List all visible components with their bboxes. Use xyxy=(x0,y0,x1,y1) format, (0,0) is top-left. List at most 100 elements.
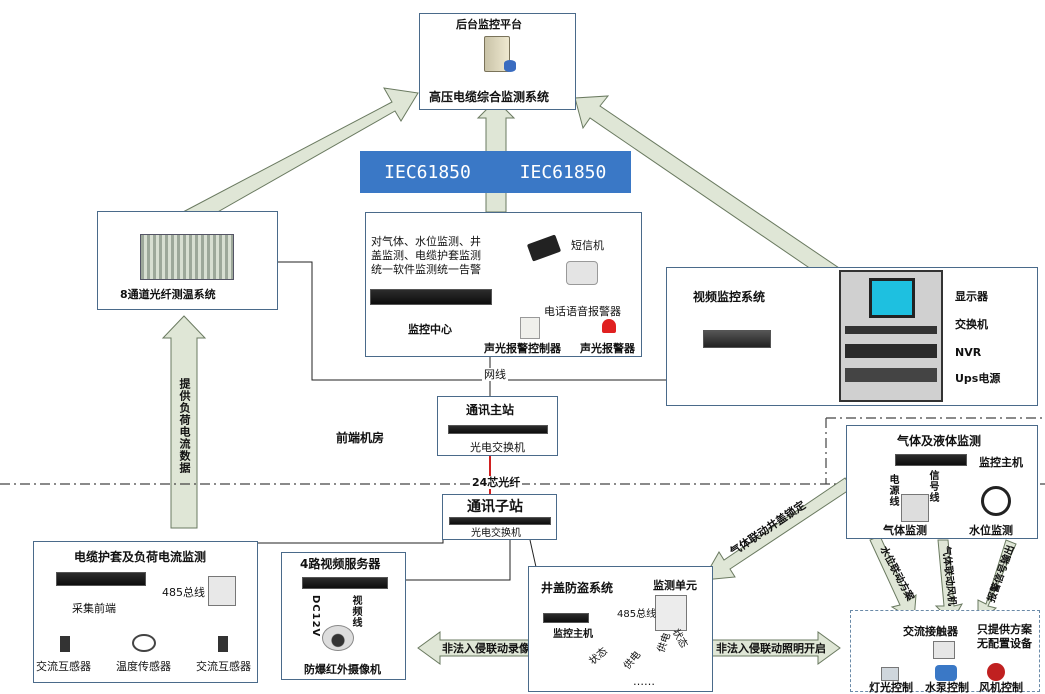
arrow-water xyxy=(869,535,917,621)
gas-title: 气体及液体监测 xyxy=(897,434,982,448)
monitor-unit-icon xyxy=(655,595,687,631)
platform-title: 后台监控平台 xyxy=(456,18,522,31)
bus-module-icon xyxy=(208,576,236,606)
arrow-fiber-to-platform xyxy=(182,87,419,227)
protocol-banner-2: IEC61850 xyxy=(495,151,631,193)
collector-label: 采集前端 xyxy=(72,602,116,615)
center-note-2: 盖监测、电缆护套监测 xyxy=(371,249,481,262)
fiber-temp-box: 8通道光纤测温系统 xyxy=(97,211,278,310)
dc-label: DC12V xyxy=(310,595,321,638)
protocol-banner-1: IEC61850 xyxy=(360,151,495,193)
contactor-note-1: 只提供方案 xyxy=(977,623,1032,636)
arrow-light xyxy=(711,631,841,665)
nvr-device xyxy=(703,330,771,348)
monitor-center-title: 监控中心 xyxy=(408,323,452,336)
camera-label: 防爆红外摄像机 xyxy=(304,663,381,676)
fiber-label: 24芯光纤 xyxy=(470,476,523,490)
video-system-box: 视频监控系统 显示器 交换机 NVR Ups电源 xyxy=(666,267,1038,406)
main-switch-label: 光电交换机 xyxy=(470,441,525,454)
temp-sensor-icon xyxy=(132,634,156,652)
video-server-device xyxy=(302,577,388,589)
sensor-label-3: 交流互感器 xyxy=(196,660,251,673)
line-fiber-temp xyxy=(278,261,490,381)
sensor-label-1: 交流互感器 xyxy=(36,660,91,673)
manhole-box: 井盖防盗系统 监测单元 485总线 监控主机 状态 供电 供电 状态 …… xyxy=(528,566,713,692)
cable-bus-label: 485总线 xyxy=(162,586,205,599)
gas-host-device xyxy=(895,454,967,466)
rack-switch-label: 交换机 xyxy=(955,318,988,331)
main-station-box: 通讯主站 光电交换机 xyxy=(437,396,558,456)
arrow-gas-lock xyxy=(702,477,853,581)
database-icon xyxy=(504,60,516,72)
contactor-note-2: 无配置设备 xyxy=(977,637,1032,650)
arrow-rack-to-platform xyxy=(574,95,843,283)
phone-icon xyxy=(566,261,598,285)
contactor-title: 交流接触器 xyxy=(903,625,958,638)
front-room-label: 前端机房 xyxy=(336,431,385,445)
sms-label: 短信机 xyxy=(571,239,604,252)
gas-sensor-icon xyxy=(901,494,929,522)
sub-switch-device xyxy=(449,517,551,525)
arrow-light-label: 非法入侵联动照明开启 xyxy=(716,642,826,655)
manhole-host-device xyxy=(543,613,589,623)
rack-ups xyxy=(845,368,937,382)
video-server-title: 4路视频服务器 xyxy=(300,557,381,571)
main-switch-device xyxy=(448,425,548,434)
rack-nvr-label: NVR xyxy=(955,346,982,359)
power-line-label: 电源线 xyxy=(887,474,898,507)
water-monitor-label: 水位监测 xyxy=(969,524,1013,537)
sub-switch-label: 光电交换机 xyxy=(471,528,521,539)
network-line-label: 网线 xyxy=(482,368,508,382)
contactor-box: 交流接触器 只提供方案 无配置设备 灯光控制 水泵控制 风机控制 xyxy=(850,610,1040,694)
manhole-state-1: 状态 xyxy=(587,645,610,668)
gas-host-label: 监控主机 xyxy=(979,456,1023,469)
line-sub-video xyxy=(406,540,511,581)
camera-icon xyxy=(322,625,354,651)
collector-device xyxy=(56,572,146,586)
control-label-3: 风机控制 xyxy=(979,681,1023,694)
manhole-host-label: 监控主机 xyxy=(553,629,593,640)
fan-icon xyxy=(987,663,1005,681)
alarm-controller-label: 声光报警控制器 xyxy=(484,342,561,355)
ct-icon-2 xyxy=(218,636,228,652)
sensor-label-2: 温度传感器 xyxy=(116,660,171,673)
lamp-icon xyxy=(881,667,899,681)
gas-monitor-label: 气体监测 xyxy=(883,524,927,537)
arrow-record-label: 非法入侵联动录像 xyxy=(442,642,530,655)
fiber-temp-device xyxy=(140,234,234,280)
load-data-label: 提供负荷电流数据 xyxy=(178,378,191,474)
line-sub-cable xyxy=(258,526,444,544)
sub-station-box: 通讯子站 光电交换机 xyxy=(442,494,557,540)
arrow-load-data xyxy=(161,315,207,529)
voice-alarm-label: 电话语音报警器 xyxy=(544,305,621,318)
cable-monitor-box: 电缆护套及负荷电流监测 485总线 采集前端 交流互感器 温度传感器 交流互感器 xyxy=(33,541,258,683)
alarm-controller-icon xyxy=(520,317,540,339)
fiber-temp-label: 8通道光纤测温系统 xyxy=(120,288,216,301)
monitor-center-box: 对气体、水位监测、井 盖监测、电缆护套监测 统一软件监测统一告警 短信机 电话语… xyxy=(365,212,642,357)
video-system-title: 视频监控系统 xyxy=(693,290,766,304)
monitor-screen xyxy=(869,278,915,318)
video-server-box: 4路视频服务器 DC12V 视频线 防爆红外摄像机 xyxy=(281,552,406,680)
contactor-icon xyxy=(933,641,955,659)
manhole-dots: …… xyxy=(633,675,655,688)
signal-line-label: 信号线 xyxy=(927,470,938,503)
manhole-power-1: 供电 xyxy=(621,649,644,672)
platform-subtitle: 高压电缆综合监测系统 xyxy=(429,90,550,104)
gas-box: 气体及液体监测 监控主机 电源线 信号线 气体监测 水位监测 xyxy=(846,425,1038,539)
alarm-label: 声光报警器 xyxy=(580,342,635,355)
rack-nvr xyxy=(845,344,937,358)
rack-cabinet xyxy=(839,270,943,402)
center-note-1: 对气体、水位监测、井 xyxy=(371,235,481,248)
main-station-title: 通讯主站 xyxy=(466,403,515,417)
ct-icon-1 xyxy=(60,636,70,652)
video-line-label: 视频线 xyxy=(350,595,361,628)
water-sensor-icon xyxy=(981,486,1011,516)
alarm-light-icon xyxy=(602,319,616,333)
rack-switch xyxy=(845,326,937,334)
control-label-1: 灯光控制 xyxy=(869,681,913,694)
manhole-bus-label: 485总线 xyxy=(617,609,657,620)
rack-display-label: 显示器 xyxy=(955,290,988,303)
pump-icon xyxy=(935,665,957,681)
center-note-3: 统一软件监测统一告警 xyxy=(371,263,481,276)
